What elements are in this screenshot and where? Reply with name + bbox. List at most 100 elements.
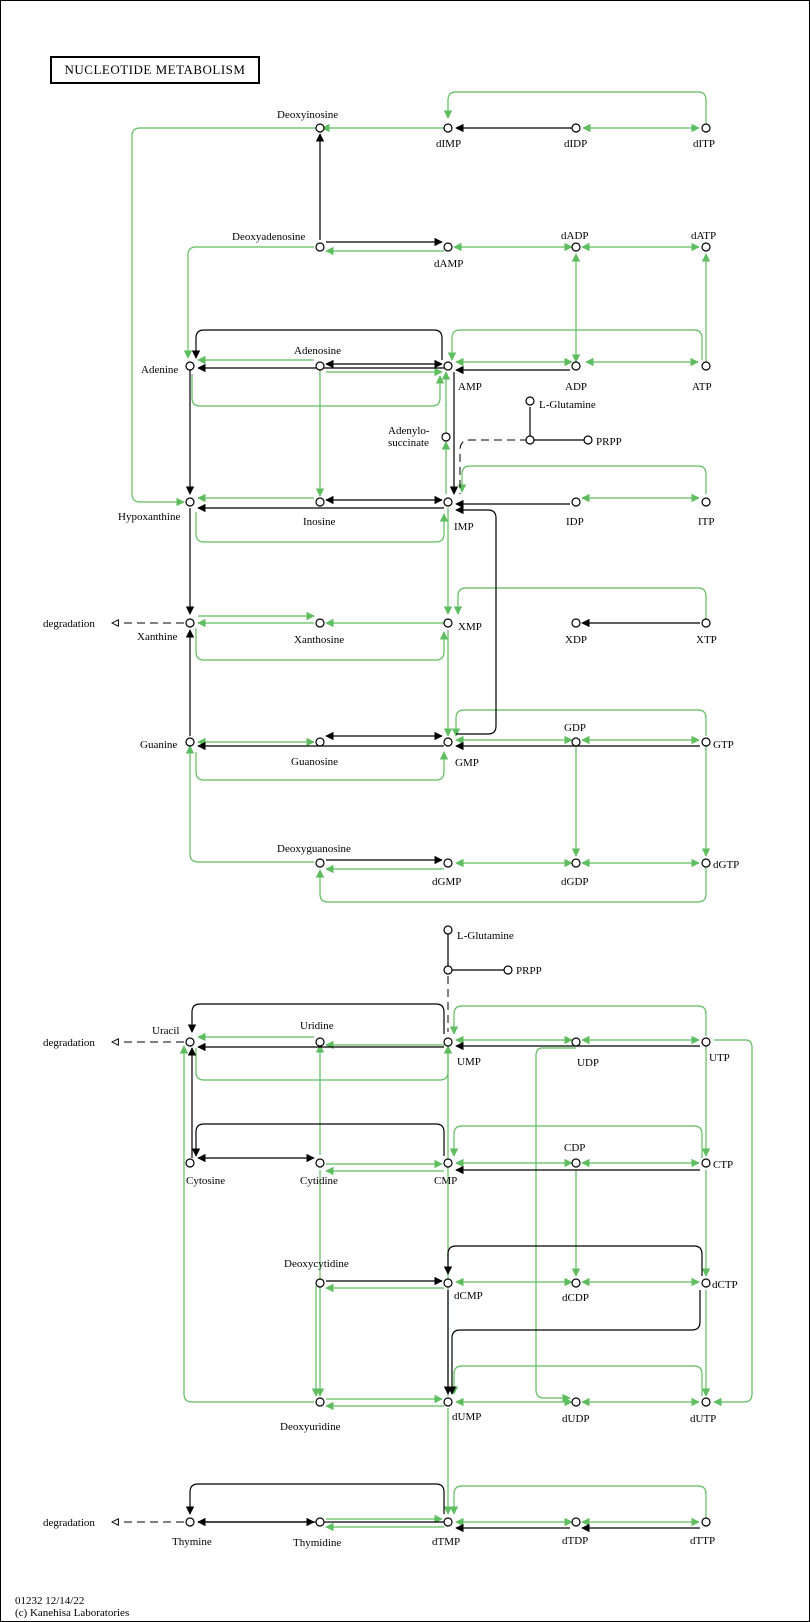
node-uridine[interactable]	[315, 1037, 325, 1047]
link-guanine-deoxyguanosine[interactable]	[185, 745, 314, 863]
node-damp[interactable]	[443, 242, 453, 252]
link-dutp-dump-loop[interactable]	[449, 1365, 703, 1396]
node-hypoxanthine[interactable]	[185, 497, 195, 507]
link-gmp-imp[interactable]	[455, 505, 497, 735]
label-adenylo-1[interactable]: Adenylo-	[388, 425, 430, 437]
link-udp-dudp[interactable]	[535, 1047, 576, 1403]
node-dcdp[interactable]	[571, 1278, 581, 1288]
label-utp[interactable]: UTP	[709, 1052, 730, 1064]
node-xanthine[interactable]	[185, 618, 195, 628]
link-dctp-dcmp-loop[interactable]	[443, 1245, 703, 1276]
link-uracil-ump-loop[interactable]	[195, 1045, 453, 1081]
link-deoxyadenosine-adenine[interactable]	[183, 246, 314, 359]
label-inosine[interactable]: Inosine	[303, 516, 336, 528]
label-adenylo-2[interactable]: succinate	[388, 437, 429, 449]
link-ditp-dimp-loop[interactable]	[443, 91, 707, 124]
node-amp[interactable]	[443, 361, 453, 371]
label-datp[interactable]: dATP	[691, 230, 716, 242]
label-gdp[interactable]: GDP	[564, 722, 586, 734]
node-dctp[interactable]	[701, 1278, 711, 1288]
node-dtdp[interactable]	[571, 1517, 581, 1527]
node-deoxycytidine[interactable]	[315, 1278, 325, 1288]
label-deoxyuridine[interactable]: Deoxyuridine	[280, 1421, 341, 1433]
node-adenylosuccinate[interactable]	[441, 432, 451, 442]
node-didp[interactable]	[571, 123, 581, 133]
node-cytosine[interactable]	[185, 1158, 195, 1168]
link-dtmp-thymine-loop[interactable]	[185, 1483, 445, 1515]
node-idp[interactable]	[571, 497, 581, 507]
node-dttp[interactable]	[701, 1517, 711, 1527]
label-degradation-2[interactable]: degradation	[43, 1037, 95, 1049]
node-dgmp[interactable]	[443, 858, 453, 868]
label-cmp[interactable]: CMP	[434, 1175, 457, 1187]
link-lglutamine-prpp[interactable]	[529, 407, 584, 441]
label-dadp[interactable]: dADP	[561, 230, 589, 242]
label-adenosine[interactable]: Adenosine	[294, 345, 341, 357]
label-cdp[interactable]: CDP	[564, 1142, 585, 1154]
label-dudp[interactable]: dUDP	[562, 1413, 590, 1425]
link-ump-uracil-loop[interactable]	[187, 1003, 445, 1034]
node-ump[interactable]	[443, 1037, 453, 1047]
label-xtp[interactable]: XTP	[696, 634, 717, 646]
label-cytidine[interactable]: Cytidine	[300, 1175, 338, 1187]
node-dudp[interactable]	[571, 1397, 581, 1407]
node-ditp[interactable]	[701, 123, 711, 133]
node-inosine[interactable]	[315, 497, 325, 507]
label-adenine[interactable]: Adenine	[141, 364, 178, 376]
node-datp[interactable]	[701, 242, 711, 252]
link-gtp-gmp-loop[interactable]	[451, 709, 707, 737]
node-dgtp[interactable]	[701, 858, 711, 868]
label-ditp[interactable]: dITP	[693, 138, 715, 150]
node-udp[interactable]	[571, 1037, 581, 1047]
label-xdp[interactable]: XDP	[565, 634, 587, 646]
node-cytidine[interactable]	[315, 1158, 325, 1168]
label-dtmp[interactable]: dTMP	[432, 1536, 460, 1548]
node-prpp-1[interactable]	[583, 435, 593, 445]
label-guanine[interactable]: Guanine	[140, 739, 177, 751]
node-cmp[interactable]	[443, 1158, 453, 1168]
node-dcmp[interactable]	[443, 1278, 453, 1288]
link-dttp-dtmp-loop[interactable]	[449, 1485, 707, 1518]
label-dgmp[interactable]: dGMP	[432, 876, 461, 888]
link-atp-amp-loop[interactable]	[447, 329, 703, 361]
node-prpp-2[interactable]	[503, 965, 513, 975]
node-lglutamine-1[interactable]	[525, 396, 535, 406]
label-dtdp[interactable]: dTDP	[562, 1535, 588, 1547]
label-degradation-3[interactable]: degradation	[43, 1517, 95, 1529]
label-deoxycytidine[interactable]: Deoxycytidine	[284, 1258, 349, 1270]
label-gmp[interactable]: GMP	[455, 757, 479, 769]
link-dctp-dump-loop[interactable]	[447, 1290, 701, 1395]
label-dctp[interactable]: dCTP	[712, 1279, 738, 1291]
node-adenosine[interactable]	[315, 361, 325, 371]
node-deoxyguanosine[interactable]	[315, 858, 325, 868]
label-dttp[interactable]: dTTP	[690, 1535, 715, 1547]
map-title[interactable]: NUCLEOTIDE METABOLISM	[50, 56, 260, 84]
link-amp-adenine-loop[interactable]	[191, 329, 443, 360]
link-prpp-imp-dashed[interactable]	[459, 439, 528, 494]
label-degradation-1[interactable]: degradation	[43, 618, 95, 630]
label-dimp[interactable]: dIMP	[436, 138, 461, 150]
label-dgdp[interactable]: dGDP	[561, 876, 589, 888]
label-cytosine[interactable]: Cytosine	[186, 1175, 225, 1187]
link-guanine-gmp-loop[interactable]	[195, 751, 449, 781]
label-didp[interactable]: dIDP	[564, 138, 587, 150]
label-deoxyguanosine[interactable]: Deoxyguanosine	[277, 843, 351, 855]
node-lglutamine-2[interactable]	[443, 925, 453, 935]
node-atp[interactable]	[701, 361, 711, 371]
node-dutp[interactable]	[701, 1397, 711, 1407]
label-prpp-2[interactable]: PRPP	[516, 965, 542, 977]
label-adp[interactable]: ADP	[565, 381, 587, 393]
node-deoxyuridine[interactable]	[315, 1397, 325, 1407]
node-guanine[interactable]	[185, 737, 195, 747]
node-xtp[interactable]	[701, 618, 711, 628]
node-thymine[interactable]	[185, 1517, 195, 1527]
node-xanthosine[interactable]	[315, 618, 325, 628]
link-dgtp-deoxyguanosine-loop[interactable]	[315, 868, 707, 903]
label-deoxyinosine[interactable]: Deoxyinosine	[277, 109, 338, 121]
link-utp-ump-loop[interactable]	[449, 1005, 707, 1036]
label-xmp[interactable]: XMP	[458, 621, 482, 633]
link-ctp-cmp-loop[interactable]	[449, 1125, 703, 1158]
link-hypoxanthine-imp-loop[interactable]	[195, 512, 449, 543]
node-dimp[interactable]	[443, 123, 453, 133]
label-damp[interactable]: dAMP	[434, 258, 463, 270]
